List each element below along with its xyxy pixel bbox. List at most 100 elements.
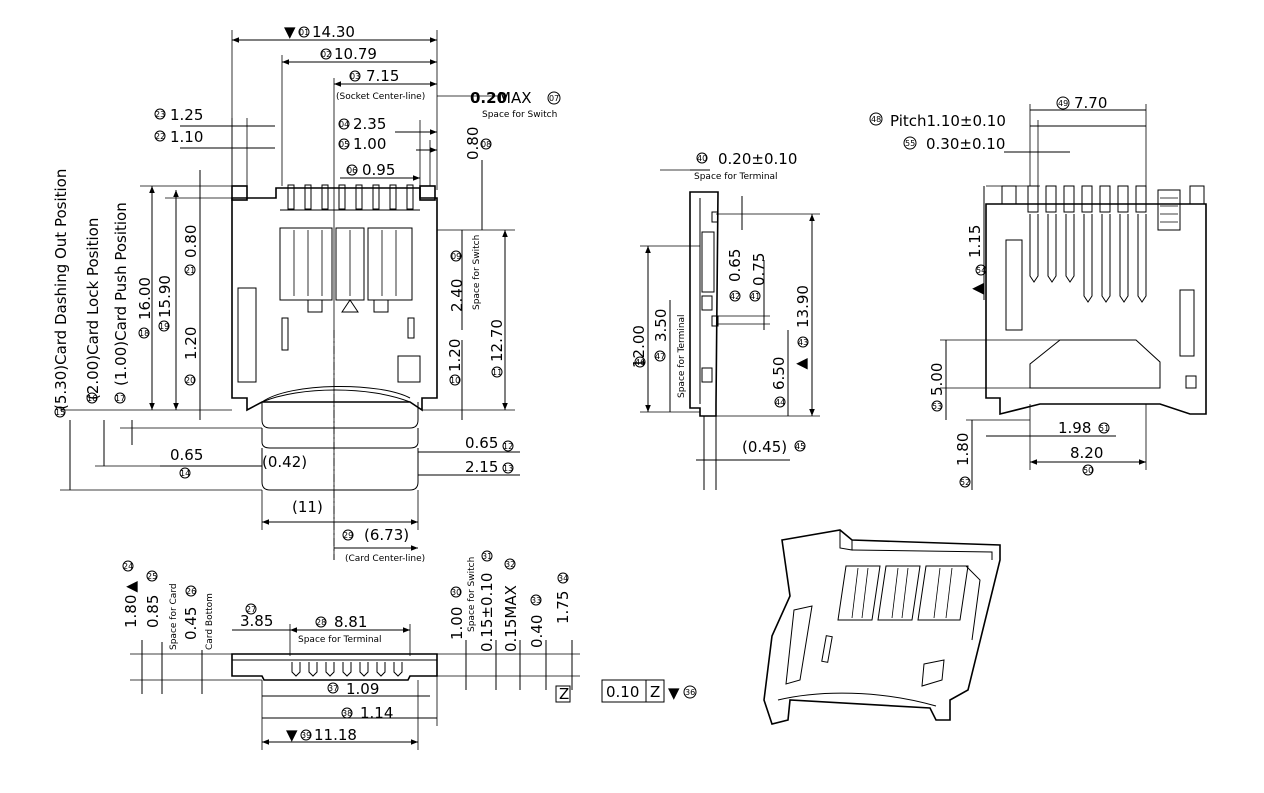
top-view-contacts <box>237 227 421 403</box>
svg-text:0.10: 0.10 <box>606 683 639 701</box>
svg-text:41: 41 <box>750 292 760 301</box>
svg-text:2.40: 2.40 <box>448 279 466 312</box>
svg-text:(0.42): (0.42) <box>262 453 307 471</box>
svg-text:1.14: 1.14 <box>360 704 393 722</box>
svg-text:(Card Center-line): (Card Center-line) <box>345 554 425 564</box>
svg-text:(2.00)Card Lock Position: (2.00)Card Lock Position <box>84 218 102 400</box>
svg-text:50: 50 <box>1083 466 1093 475</box>
svg-text:Space for Terminal: Space for Terminal <box>694 172 778 182</box>
svg-text:0.20±0.10: 0.20±0.10 <box>718 150 797 168</box>
svg-text:1.25: 1.25 <box>170 106 203 124</box>
svg-text:18: 18 <box>139 329 149 338</box>
svg-text:(1.00)Card Push Position: (1.00)Card Push Position <box>112 202 130 386</box>
svg-text:06: 06 <box>347 166 357 175</box>
svg-text:0.15±0.10: 0.15±0.10 <box>478 573 496 652</box>
svg-text:Card Bottom: Card Bottom <box>205 593 215 650</box>
svg-text:▼: ▼ <box>286 726 298 744</box>
svg-text:10.79: 10.79 <box>334 45 377 63</box>
svg-text:1.20: 1.20 <box>446 339 464 372</box>
isometric-view <box>763 529 1001 725</box>
svg-text:29: 29 <box>343 531 353 540</box>
svg-text:08: 08 <box>481 140 491 149</box>
svg-text:32: 32 <box>505 560 515 569</box>
svg-text:25: 25 <box>147 572 157 581</box>
svg-text:26: 26 <box>186 587 196 596</box>
svg-text:55: 55 <box>905 139 915 148</box>
svg-text:1.80: 1.80 <box>954 433 972 466</box>
svg-text:16: 16 <box>87 394 97 403</box>
svg-text:12.70: 12.70 <box>488 319 506 362</box>
svg-text:36: 36 <box>685 688 695 697</box>
svg-text:13.90: 13.90 <box>794 285 812 328</box>
svg-text:(11): (11) <box>292 498 323 516</box>
svg-text:3.85: 3.85 <box>240 612 273 630</box>
svg-text:51: 51 <box>1099 424 1109 433</box>
svg-text:48: 48 <box>871 115 881 124</box>
svg-text:3.50: 3.50 <box>652 309 670 342</box>
svg-text:45: 45 <box>795 442 805 451</box>
svg-text:28: 28 <box>316 618 326 627</box>
svg-text:13: 13 <box>503 464 513 473</box>
svg-text:34: 34 <box>558 574 568 583</box>
svg-text:0.80: 0.80 <box>464 127 482 160</box>
front-view-pins <box>291 662 403 677</box>
svg-text:02: 02 <box>321 50 331 59</box>
svg-text:Space for Terminal: Space for Terminal <box>677 314 687 398</box>
svg-text:5.00: 5.00 <box>928 363 946 396</box>
top-view-right-tab <box>419 185 436 201</box>
svg-text:40: 40 <box>697 154 707 163</box>
svg-text:15: 15 <box>55 408 65 417</box>
side-view-labels: 40 0.20±0.10 Space for Terminal 0.75 41 … <box>630 150 812 456</box>
flatness-frame <box>601 679 665 703</box>
side-view <box>640 169 820 490</box>
svg-text:21: 21 <box>185 266 195 275</box>
svg-text:Space for Terminal: Space for Terminal <box>298 635 382 645</box>
svg-text:49: 49 <box>1058 99 1068 108</box>
svg-text:0.20: 0.20 <box>470 89 507 107</box>
svg-text:05: 05 <box>339 140 349 149</box>
svg-text:19: 19 <box>159 322 169 331</box>
svg-text:07: 07 <box>549 94 559 103</box>
svg-text:04: 04 <box>339 120 349 129</box>
svg-text:▼: ▼ <box>668 684 680 702</box>
svg-text:0.65: 0.65 <box>465 434 498 452</box>
front-view-labels: 1.80 ▼ 24 0.85 25 Space for Card 0.45 26… <box>122 550 697 744</box>
svg-text:Space for Switch: Space for Switch <box>472 235 482 310</box>
svg-text:14: 14 <box>180 469 190 478</box>
svg-text:8.20: 8.20 <box>1070 444 1103 462</box>
svg-text:30: 30 <box>451 588 461 597</box>
top-view-left-tab <box>231 185 248 201</box>
top-view-body-outline <box>231 187 438 412</box>
svg-text:1.75: 1.75 <box>554 591 572 624</box>
svg-text:52: 52 <box>960 478 970 487</box>
svg-text:27: 27 <box>246 605 256 614</box>
svg-text:1.80: 1.80 <box>122 595 140 628</box>
svg-text:24: 24 <box>123 562 133 571</box>
svg-text:43: 43 <box>798 338 808 347</box>
svg-text:(0.45): (0.45) <box>742 438 787 456</box>
svg-text:▼: ▼ <box>794 358 812 370</box>
svg-text:(Socket Center-line): (Socket Center-line) <box>336 92 425 102</box>
side-view-body-outline <box>689 191 719 417</box>
svg-text:0.95: 0.95 <box>362 161 395 179</box>
svg-text:0.75: 0.75 <box>750 253 768 286</box>
svg-text:12.00: 12.00 <box>630 325 648 368</box>
svg-text:▼: ▼ <box>970 283 988 295</box>
svg-text:(6.73): (6.73) <box>364 526 409 544</box>
svg-text:38: 38 <box>342 709 352 718</box>
svg-text:1.09: 1.09 <box>346 680 379 698</box>
svg-text:09: 09 <box>451 252 461 261</box>
svg-text:20: 20 <box>185 376 195 385</box>
svg-text:(5.30)Card Dashing Out Positio: (5.30)Card Dashing Out Position <box>52 169 70 410</box>
svg-text:7.70: 7.70 <box>1074 94 1107 112</box>
svg-text:Z: Z <box>559 685 569 703</box>
svg-text:33: 33 <box>531 596 541 605</box>
svg-text:0.45: 0.45 <box>182 607 200 640</box>
top-view-labels: ▼ 01 14.30 02 10.79 03 7.15 (Socket Cent… <box>52 23 561 564</box>
svg-text:0.85: 0.85 <box>144 595 162 628</box>
svg-text:2.15: 2.15 <box>465 458 498 476</box>
svg-text:MAX: MAX <box>498 89 531 107</box>
svg-text:16.00: 16.00 <box>136 277 154 320</box>
svg-text:15.90: 15.90 <box>156 275 174 318</box>
